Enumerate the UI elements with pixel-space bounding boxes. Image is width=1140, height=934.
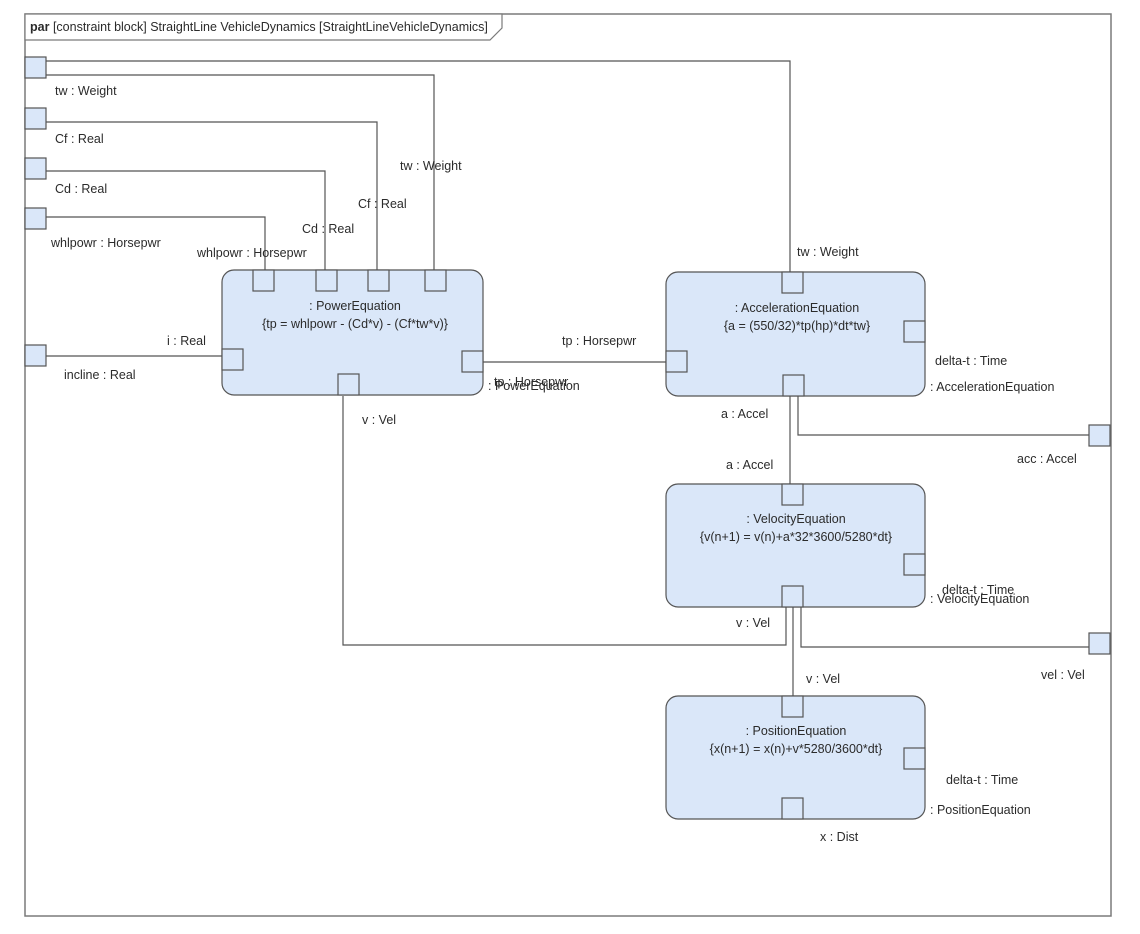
velocity-label-a: a : Accel [726, 458, 773, 472]
connectors [46, 60, 1089, 696]
power-label-cd: Cd : Real [302, 222, 354, 236]
port-whlpowr[interactable] [24, 207, 47, 230]
power-port-tp[interactable] [461, 350, 484, 373]
label-tw: tw : Weight [55, 84, 117, 98]
label-cf: Cf : Real [55, 132, 104, 146]
velocity-port-delta-t[interactable] [903, 553, 926, 576]
velocity-label-owner: : VelocityEquation [930, 592, 1029, 606]
label-acc: acc : Accel [1017, 452, 1077, 466]
position-param-labels: v : Vel delta-t : Time : PositionEquatio… [806, 672, 1031, 844]
label-cd: Cd : Real [55, 182, 107, 196]
position-label-x: x : Dist [820, 830, 859, 844]
connector-whlpowr-power[interactable] [46, 216, 266, 270]
velocity-label-delta-t: delta-t : Time [942, 583, 1014, 597]
acceleration-port-tp[interactable] [665, 350, 688, 373]
power-equation-constraint: {tp = whlpowr - (Cd*v) - (Cf*tw*v)} [262, 317, 448, 331]
power-label-i: i : Real [167, 334, 206, 348]
connector-tw-power[interactable] [46, 74, 435, 270]
boundary-labels: tw : Weight Cf : Real Cd : Real whlpowr … [50, 84, 1085, 682]
acceleration-param-labels: tw : Weight tp : Horsepwr delta-t : Time… [562, 245, 1054, 421]
power-port-tw[interactable] [424, 269, 447, 292]
velocity-label-v: v : Vel [736, 616, 770, 630]
power-equation-name: : PowerEquation [309, 299, 401, 313]
power-label-tp: tp : Horsepwr [494, 375, 568, 389]
power-equation-block[interactable]: : PowerEquation {tp = whlpowr - (Cd*v) -… [221, 269, 484, 396]
position-label-delta-t: delta-t : Time [946, 773, 1018, 787]
acceleration-port-delta-t[interactable] [903, 320, 926, 343]
velocity-param-labels: a : Accel delta-t : Time : VelocityEquat… [726, 458, 1029, 630]
connector-cd-power[interactable] [46, 170, 326, 270]
acceleration-label-owner: : AccelerationEquation [930, 380, 1054, 394]
power-label-cf: Cf : Real [358, 197, 407, 211]
power-port-cd[interactable] [315, 269, 338, 292]
power-port-whlpowr[interactable] [252, 269, 275, 292]
velocity-port-a[interactable] [781, 483, 804, 506]
acceleration-port-tw[interactable] [781, 271, 804, 294]
boundary-ports [24, 56, 1111, 655]
velocity-port-v[interactable] [781, 585, 804, 608]
acceleration-label-tp: tp : Horsepwr [562, 334, 636, 348]
acceleration-equation-block[interactable]: : AccelerationEquation {a = (550/32)*tp(… [665, 271, 926, 397]
power-port-cf[interactable] [367, 269, 390, 292]
position-port-x[interactable] [781, 797, 804, 820]
power-param-labels: tw : Weight Cf : Real Cd : Real whlpowr … [167, 159, 580, 427]
power-port-v[interactable] [337, 373, 360, 396]
acceleration-label-a: a : Accel [721, 407, 768, 421]
power-label-whlpowr: whlpowr : Horsepwr [196, 246, 307, 260]
port-cd[interactable] [24, 157, 47, 180]
label-whlpowr: whlpowr : Horsepwr [50, 236, 161, 250]
position-equation-constraint: {x(n+1) = x(n)+v*5280/3600*dt} [710, 742, 883, 756]
position-label-owner: : PositionEquation [930, 803, 1031, 817]
port-incline[interactable] [24, 344, 47, 367]
position-equation-name: : PositionEquation [746, 724, 847, 738]
connector-cf-power[interactable] [46, 121, 378, 270]
acceleration-label-tw: tw : Weight [797, 245, 859, 259]
acceleration-equation-constraint: {a = (550/32)*tp(hp)*dt*tw} [724, 319, 870, 333]
position-port-v[interactable] [781, 695, 804, 718]
frame-title-tab [24, 13, 503, 41]
velocity-equation-name: : VelocityEquation [746, 512, 845, 526]
label-incline: incline : Real [64, 368, 136, 382]
position-port-delta-t[interactable] [903, 747, 926, 770]
acceleration-port-a[interactable] [782, 374, 805, 397]
connector-vel[interactable] [800, 607, 1089, 648]
port-cf[interactable] [24, 107, 47, 130]
velocity-equation-block[interactable]: : VelocityEquation {v(n+1) = v(n)+a*32*3… [665, 483, 926, 608]
frame-title: par [constraint block] StraightLine Vehi… [30, 20, 488, 34]
power-port-i[interactable] [221, 348, 244, 371]
position-label-v: v : Vel [806, 672, 840, 686]
power-label-tw: tw : Weight [400, 159, 462, 173]
position-equation-block[interactable]: : PositionEquation {x(n+1) = x(n)+v*5280… [665, 695, 926, 820]
acceleration-equation-name: : AccelerationEquation [735, 301, 859, 315]
diagram-frame [24, 13, 1112, 917]
connector-acc[interactable] [797, 396, 1089, 436]
velocity-equation-constraint: {v(n+1) = v(n)+a*32*3600/5280*dt} [700, 530, 892, 544]
connector-v-power[interactable] [342, 396, 787, 646]
power-label-owner: : PowerEquation [488, 379, 580, 393]
acceleration-label-delta-t: delta-t : Time [935, 354, 1007, 368]
port-acc[interactable] [1088, 424, 1111, 447]
label-vel: vel : Vel [1041, 668, 1085, 682]
port-tw[interactable] [24, 56, 47, 79]
power-label-v: v : Vel [362, 413, 396, 427]
connector-tw-acceleration[interactable] [46, 60, 791, 272]
port-vel[interactable] [1088, 632, 1111, 655]
